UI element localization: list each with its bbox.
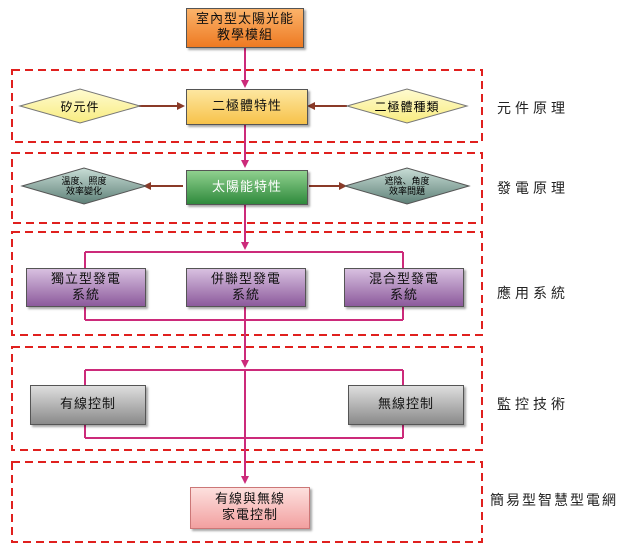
standalone-system-line1: 獨立型發電 <box>50 271 121 287</box>
hybrid-system-box: 混合型發電 系統 <box>344 268 464 307</box>
diamond-shade-angle-label: 遮陰、角度 效率問題 <box>367 177 447 197</box>
standalone-system-box: 獨立型發電 系統 <box>26 268 146 307</box>
section-label-application-system: 應用系統 <box>497 286 569 302</box>
grid-tied-system-line1: 併聯型發電 <box>210 271 281 287</box>
diamond-temp-illum-line2: 效率變化 <box>65 187 102 197</box>
section-frame-5 <box>11 461 483 543</box>
section-label-generation-principle: 發電原理 <box>497 181 569 197</box>
section-label-smart-grid: 簡易型智慧型電網 <box>490 493 618 509</box>
diamond-shade-angle-line2: 效率問題 <box>388 187 425 197</box>
diamond-silicon <box>18 88 142 124</box>
wireless-control-box: 無線控制 <box>348 385 464 425</box>
diamond-shade-angle-line1: 遮陰、角度 <box>384 177 430 187</box>
section-label-component-principle: 元件原理 <box>497 101 569 117</box>
diamond-diode-types-label: 二極體種類 <box>374 100 440 114</box>
standalone-system-line2: 系統 <box>71 287 100 303</box>
appliance-control-box: 有線與無線 家電控制 <box>190 487 310 529</box>
section-frame-3 <box>11 231 483 336</box>
diamond-shade-angle <box>343 167 471 205</box>
section-label-monitoring-tech: 監控技術 <box>497 397 569 413</box>
brown-arrows <box>139 102 347 190</box>
hybrid-system-line2: 系統 <box>389 287 418 303</box>
hybrid-system-line1: 混合型發電 <box>368 271 439 287</box>
section-frame-1 <box>11 69 483 143</box>
diode-characteristics-box: 二極體特性 <box>186 89 308 125</box>
magenta-connectors <box>84 47 404 484</box>
diamonds <box>18 88 471 205</box>
diamond-temp-illum-label: 溫度、照度 效率變化 <box>44 177 124 197</box>
diamond-silicon-label: 矽元件 <box>60 100 100 114</box>
grid-tied-system-line2: 系統 <box>231 287 260 303</box>
wired-control-box: 有線控制 <box>30 385 146 425</box>
section-frames <box>11 69 483 543</box>
diamond-diode-types <box>345 88 469 124</box>
top-box-module: 室內型太陽光能 教學模組 <box>186 8 304 48</box>
diamond-temp-illum-line1: 溫度、照度 <box>61 177 107 187</box>
appliance-control-line1: 有線與無線 <box>214 492 285 507</box>
diamond-temp-illum <box>20 167 148 205</box>
section-frame-2 <box>11 152 483 224</box>
section-frame-4 <box>11 346 483 451</box>
appliance-control-line2: 家電控制 <box>221 508 278 523</box>
top-box-line1: 室內型太陽光能 <box>195 12 294 27</box>
top-box-line2: 教學模組 <box>216 28 273 43</box>
solar-characteristics-box: 太陽能特性 <box>186 170 308 205</box>
grid-tied-system-box: 併聯型發電 系統 <box>186 268 306 307</box>
